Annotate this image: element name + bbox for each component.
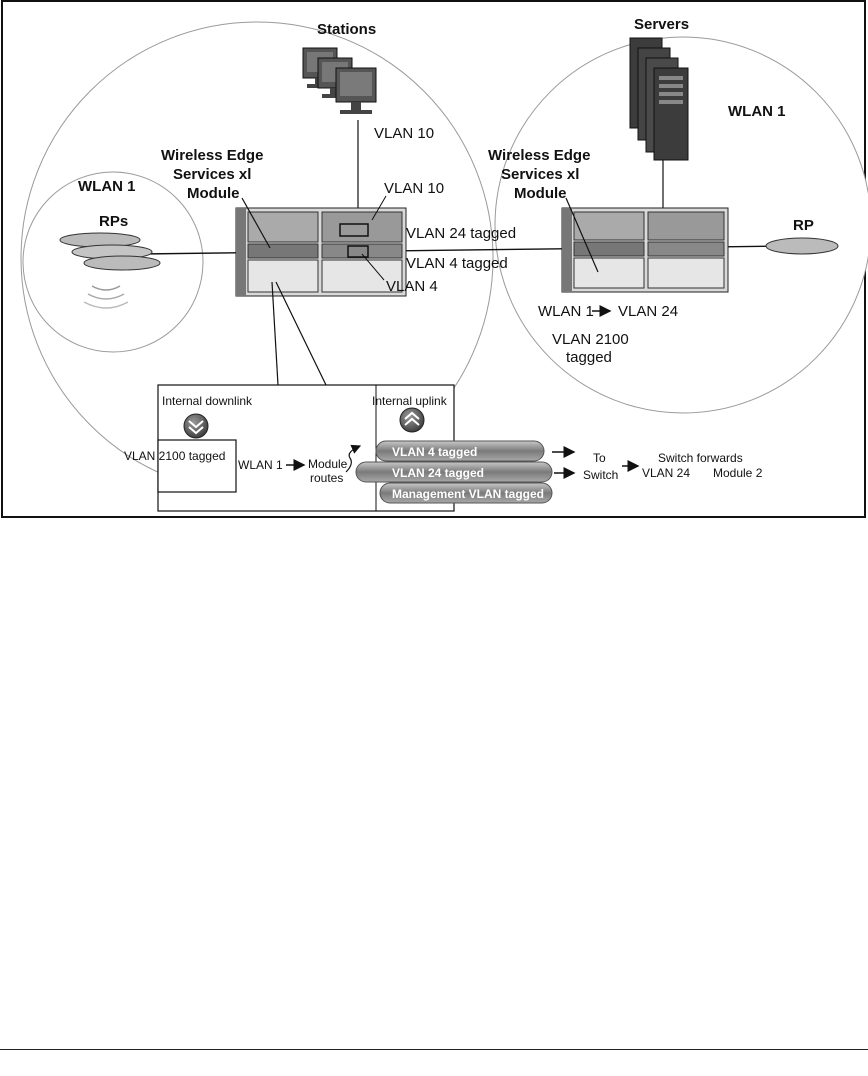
internal-downlink-label: Internal downlink [162,394,253,408]
module-routes-curve [345,444,362,473]
footer-rule [0,1049,868,1050]
vlan2100-right-line1: VLAN 2100 [552,331,629,348]
stations-icon [302,47,377,114]
servers-icon [629,37,689,161]
switch-chassis-left [235,207,407,297]
rp-icon [765,237,839,255]
module-left-line2: Services xl [173,166,251,183]
uplink-badge-icon [399,407,425,433]
module-left-pointer [241,197,271,249]
module-right-line2: Services xl [501,166,579,183]
servers-label: Servers [634,16,689,33]
vlan24-bottom-label: VLAN 24 [642,466,690,480]
wlan1-right-label: WLAN 1 [728,103,786,120]
module-right-line1: Wireless Edge [488,147,590,164]
tube-label-vlan24: VLAN 24 tagged [392,466,484,480]
switch-forwards-label: Switch forwards [658,451,743,465]
rps-label: RPs [99,213,128,230]
internal-uplink-label: Internal uplink [372,394,448,408]
module-right-line3: Module [514,185,567,202]
module-left-line3: Module [187,185,240,202]
stations-label: Stations [317,21,376,38]
vlan10-switch-label: VLAN 10 [384,180,444,197]
vlan4-pointer [361,253,385,281]
module-routes-line1: Module [308,457,348,471]
rps-icon [59,232,161,309]
module2-label: Module 2 [713,466,763,480]
vlan-tubes [355,440,553,504]
vlan10-top-label: VLAN 10 [374,125,434,142]
to-switch-line1: To [593,451,606,465]
expansion-line-1 [271,281,279,386]
vlan4-label: VLAN 4 [386,278,438,295]
module-right-pointer [565,197,599,273]
vlan2100-right-line2: tagged [566,349,612,366]
vlan4-tagged-label: VLAN 4 tagged [406,255,508,272]
expansion-line-2 [275,281,327,386]
vlan24-tagged-label: VLAN 24 tagged [406,225,516,242]
vlan2100-bottom-label: VLAN 2100 tagged [124,449,225,463]
to-switch-line2: Switch [583,468,618,482]
wlan1-bottom-label: WLAN 1 [238,458,283,472]
tube-label-management: Management VLAN tagged [392,487,544,501]
module-left-line1: Wireless Edge [161,147,263,164]
rp-label: RP [793,217,814,234]
switch-chassis-right [561,207,729,293]
wlan1-left-label: WLAN 1 [78,178,136,195]
vlan24-to-label: VLAN 24 [618,303,678,320]
module-routes-line2: routes [310,471,343,485]
vlan10-pointer [371,195,387,221]
downlink-badge-icon [183,413,209,439]
internal-links-box [157,384,455,512]
wlan1-from-label: WLAN 1 [538,303,594,320]
tube-label-vlan4: VLAN 4 tagged [392,445,477,459]
